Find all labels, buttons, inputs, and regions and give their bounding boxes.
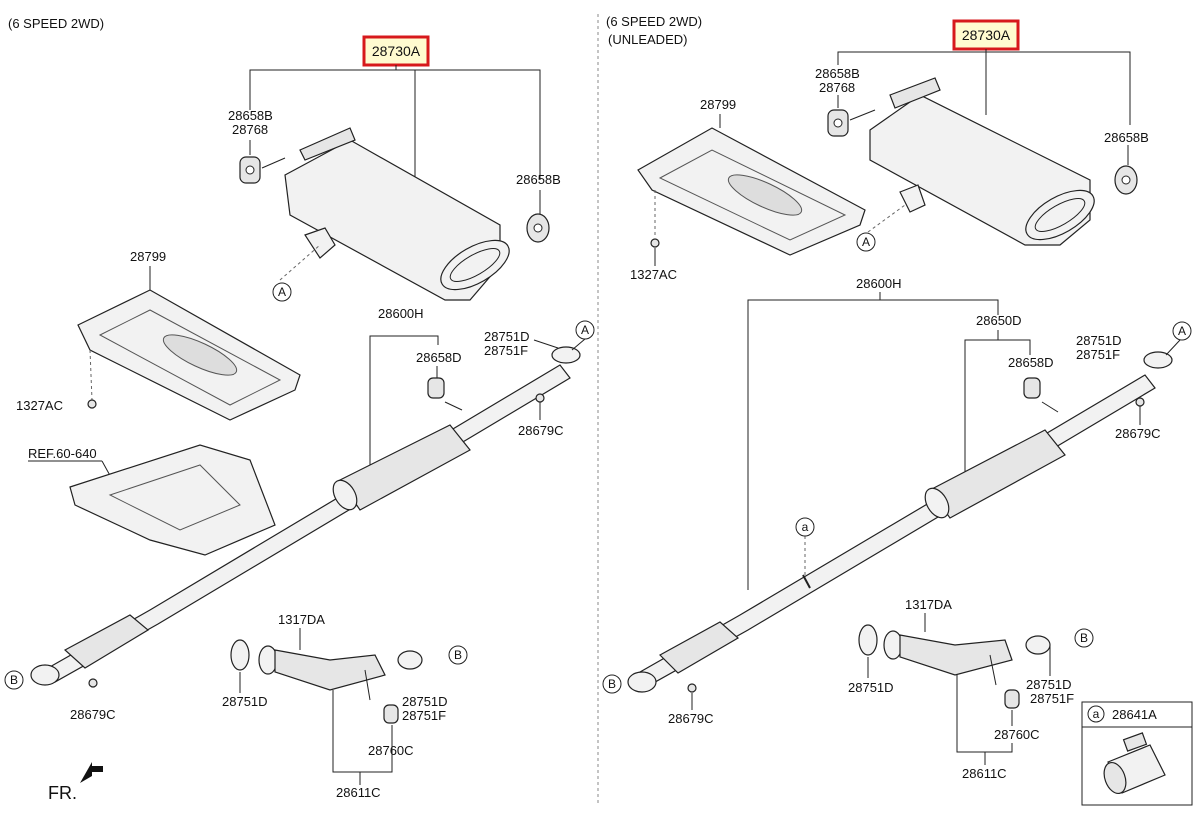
left-muffler-bracket [249, 69, 541, 180]
right-label-center-sub[interactable]: 28650D [976, 313, 1022, 328]
right-marker-A2 [1172, 321, 1192, 341]
left-label-hanger-right[interactable]: 28658B [516, 172, 561, 187]
right-label-hanger-mid[interactable]: 28658D [1008, 355, 1054, 370]
left-muffler [284, 127, 510, 301]
right-label-gasket-top-2[interactable]: 28751F [1076, 347, 1120, 362]
left-label-bolt-front[interactable]: 1317DA [278, 612, 325, 627]
pipe-clamp-icon [1103, 732, 1166, 795]
right-highlight-label[interactable]: 28730A [962, 27, 1011, 43]
left-highlight-label[interactable]: 28730A [372, 43, 421, 59]
left-label-front-pipe[interactable]: 28611C [336, 785, 381, 800]
inset-marker: a [1093, 707, 1100, 721]
right-label-hanger-right[interactable]: 28658B [1104, 130, 1149, 145]
svg-text:B: B [608, 677, 616, 691]
left-label-gasket-rear-2[interactable]: 28751F [402, 708, 446, 723]
right-marker-a [795, 517, 815, 537]
svg-text:A: A [278, 285, 286, 299]
left-label-hanger-mid[interactable]: 28658D [416, 350, 462, 365]
right-label-gasket-rear-2[interactable]: 28751F [1030, 691, 1074, 706]
inset-label[interactable]: 28641A [1112, 707, 1157, 722]
right-highlight-box[interactable] [952, 19, 1020, 51]
svg-text:a: a [802, 520, 809, 534]
left-label-nut[interactable]: 1327AC [16, 398, 63, 413]
right-header-1: (6 SPEED 2WD) [606, 14, 702, 29]
left-label-gasket-top-1[interactable]: 28751D [484, 329, 530, 344]
right-heat-shield [637, 127, 866, 256]
svg-text:A: A [1178, 324, 1186, 338]
inset-box: a 28641A [1081, 701, 1193, 806]
right-front-pipe [858, 624, 1051, 709]
fr-arrow-icon [80, 762, 103, 783]
right-hanger-right [1114, 165, 1138, 195]
right-marker-A [856, 232, 876, 252]
right-hanger-top [827, 109, 876, 137]
left-marker-b2 [448, 645, 468, 665]
left-front-pipe [230, 639, 423, 724]
right-hanger-mid [1023, 377, 1059, 413]
left-label-ref[interactable]: REF.60-640 [28, 446, 97, 461]
left-label-bolt-top[interactable]: 28768 [232, 122, 268, 137]
left-center-pipe [30, 364, 571, 686]
left-hanger-top [239, 156, 286, 184]
left-label-gasket-rear-1[interactable]: 28751D [402, 694, 448, 709]
svg-text:A: A [581, 323, 589, 337]
left-gasket-top [551, 346, 581, 364]
right-marker-B2 [1074, 628, 1094, 648]
right-label-bolt-top[interactable]: 28768 [819, 80, 855, 95]
left-label-heat-shield[interactable]: 28799 [130, 249, 166, 264]
fr-label: FR. [48, 783, 77, 803]
right-label-hanger-front[interactable]: 28760C [994, 727, 1040, 742]
left-hanger-mid [427, 377, 463, 411]
right-label-hanger-top[interactable]: 28658B [815, 66, 860, 81]
right-marker-B [602, 674, 622, 694]
right-label-nut[interactable]: 1327AC [630, 267, 677, 282]
left-panel: (6 SPEED 2WD) 28730A A 2 [4, 16, 595, 803]
left-header: (6 SPEED 2WD) [8, 16, 104, 31]
svg-text:B: B [454, 648, 462, 662]
right-label-stud-front[interactable]: 28679C [668, 711, 714, 726]
left-marker-a [272, 282, 292, 302]
right-gasket-top [1143, 351, 1173, 369]
right-header-2: (UNLEADED) [608, 32, 687, 47]
right-panel: (6 SPEED 2WD) (UNLEADED) 28730A A 28658B [602, 14, 1193, 806]
svg-text:B: B [1080, 631, 1088, 645]
left-label-center-pipe[interactable]: 28600H [378, 306, 424, 321]
left-marker-b [4, 670, 24, 690]
right-label-gasket-front[interactable]: 28751D [848, 680, 894, 695]
right-label-center-pipe[interactable]: 28600H [856, 276, 902, 291]
left-label-gasket-top-2[interactable]: 28751F [484, 343, 528, 358]
left-label-gasket-front[interactable]: 28751D [222, 694, 268, 709]
right-center-pipe [627, 374, 1156, 693]
right-label-bolt-front[interactable]: 1317DA [905, 597, 952, 612]
left-nut [87, 399, 97, 409]
right-label-heat-shield[interactable]: 28799 [700, 97, 736, 112]
svg-text:A: A [862, 235, 870, 249]
left-label-stud-front[interactable]: 28679C [70, 707, 116, 722]
right-nut [650, 238, 660, 248]
left-label-stud-mid[interactable]: 28679C [518, 423, 564, 438]
right-muffler [869, 77, 1095, 246]
left-label-hanger-top[interactable]: 28658B [228, 108, 273, 123]
right-label-stud-mid[interactable]: 28679C [1115, 426, 1161, 441]
left-label-hanger-front[interactable]: 28760C [368, 743, 414, 758]
right-label-gasket-top-1[interactable]: 28751D [1076, 333, 1122, 348]
left-hanger-right [526, 213, 550, 243]
right-label-front-pipe[interactable]: 28611C [962, 766, 1007, 781]
right-label-gasket-rear-1[interactable]: 28751D [1026, 677, 1072, 692]
left-heat-shield [77, 289, 301, 421]
left-underbody [69, 444, 276, 556]
svg-text:B: B [10, 673, 18, 687]
